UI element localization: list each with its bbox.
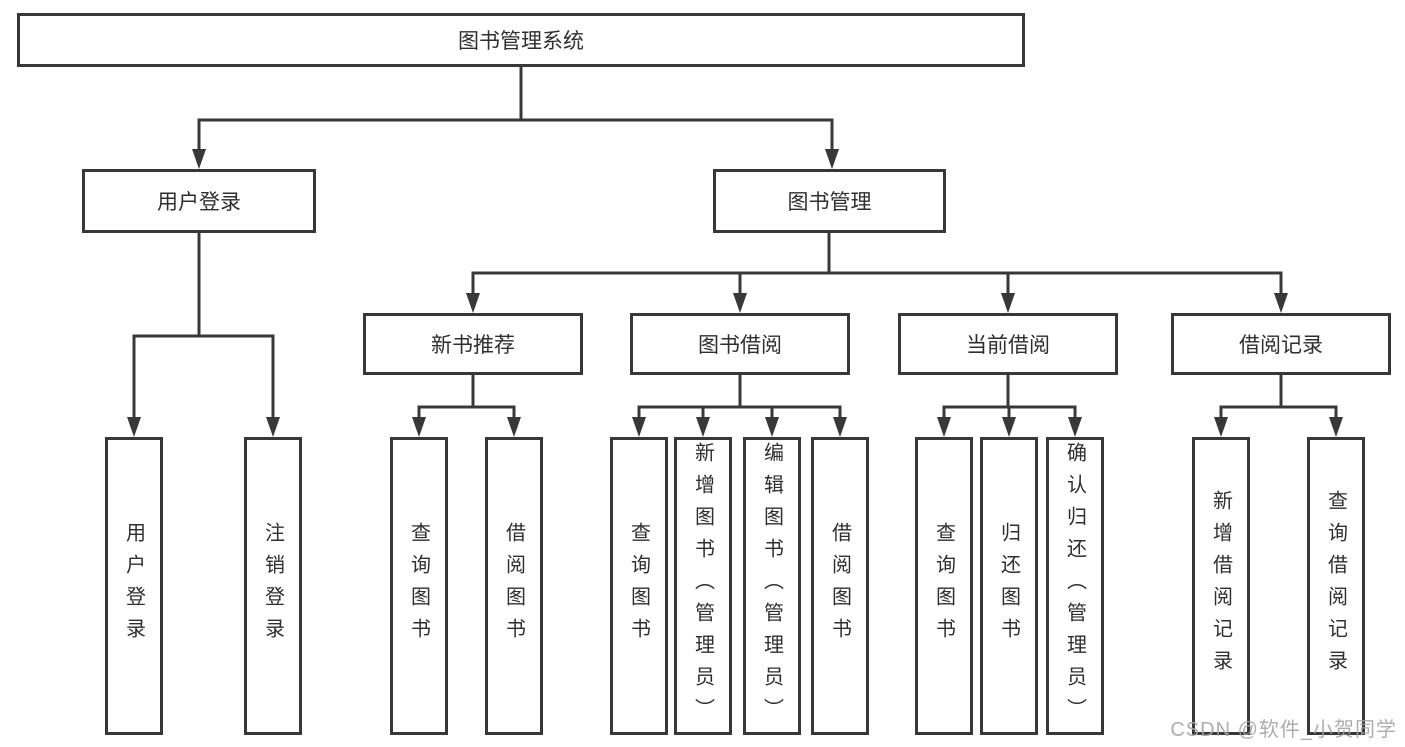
node-borrowing-records: 借阅记录 [1171,313,1391,375]
leaf-edit-books-admin: 编辑图书（管理员） [743,437,801,735]
leaf-query-books-borrowing: 查询图书 [610,437,668,735]
leaf-query-borrow-record: 查询借阅记录 [1307,437,1365,735]
node-book-borrowing: 图书借阅 [630,313,850,375]
leaf-confirm-return-admin: 确认归还（管理员） [1046,437,1104,735]
leaf-query-books-current: 查询图书 [915,437,973,735]
node-user-login: 用户登录 [82,169,316,233]
node-book-management: 图书管理 [713,169,946,233]
node-root: 图书管理系统 [17,13,1025,67]
leaf-borrow-books-recommend: 借阅图书 [485,437,543,735]
csdn-watermark: CSDN @软件_小贺同学 [1170,719,1397,741]
leaf-add-borrow-record: 新增借阅记录 [1192,437,1250,735]
node-new-book-recommend: 新书推荐 [363,313,583,375]
leaf-borrow-books: 借阅图书 [811,437,869,735]
node-current-borrowing: 当前借阅 [898,313,1118,375]
leaf-user-login: 用户登录 [105,437,163,735]
leaf-return-books: 归还图书 [980,437,1038,735]
leaf-logout: 注销登录 [244,437,302,735]
leaf-add-books-admin: 新增图书（管理员） [674,437,732,735]
leaf-query-books-recommend: 查询图书 [390,437,448,735]
